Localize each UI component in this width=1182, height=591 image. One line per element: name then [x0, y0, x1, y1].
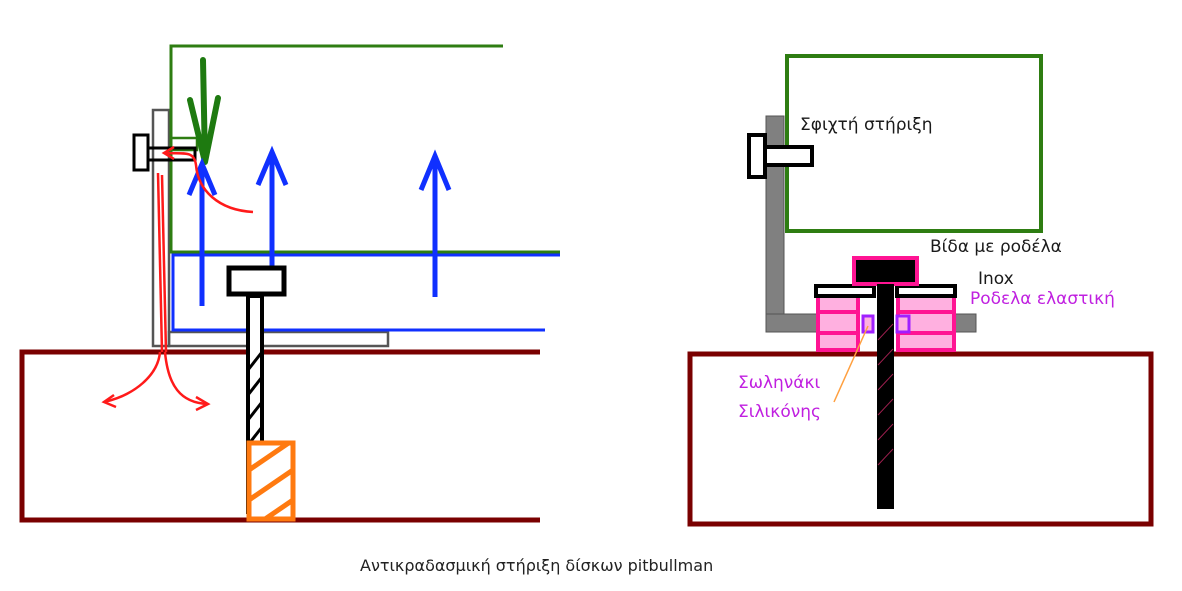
- right-side-screw-shaft: [763, 145, 814, 167]
- label-inox: Inox: [978, 269, 1014, 289]
- right-case-outline: [687, 351, 1154, 527]
- right-screw-thread: [877, 323, 894, 466]
- label-elastic-washer: Ροδελα ελαστική: [970, 289, 1115, 309]
- left-screw-head: [226, 265, 287, 297]
- blue-arrow-3-head: [418, 149, 452, 191]
- left-blue-tray: [171, 253, 560, 332]
- left-side-screw-head: [132, 133, 150, 172]
- label-silicone-tube-line2: Σιλικόνης: [738, 402, 821, 422]
- blue-arrow-2-head: [255, 145, 289, 186]
- green-down-arrow: [187, 57, 221, 165]
- left-disk-tab: [169, 136, 199, 152]
- silicone-tube-pointer: [833, 325, 869, 403]
- inox-washer-right: [895, 284, 957, 298]
- silicone-tube-right: [895, 314, 911, 334]
- left-diagram: [19, 44, 560, 523]
- blue-arrow-1-head: [186, 157, 218, 196]
- right-side-screw-head: [747, 133, 767, 179]
- right-screw-shaft: [877, 284, 894, 509]
- orange-wall-anchor: [246, 440, 296, 522]
- right-diagram: [687, 54, 1154, 527]
- caption: Αντικραδασμική στήριξη δίσκων pitbullman: [360, 556, 714, 575]
- label-screw-with-washer: Βίδα με ροδέλα: [930, 237, 1062, 257]
- left-disk-outline: [169, 44, 560, 254]
- right-screw-head: [852, 256, 919, 286]
- silicone-tube-left: [861, 314, 875, 334]
- inox-washer-left: [814, 284, 876, 298]
- label-tight-mount: Σφιχτή στήριξη: [800, 115, 933, 135]
- right-disk-outline: [785, 54, 1043, 233]
- red-vibration-arrows: [101, 145, 254, 412]
- label-silicone-tube-line1: Σωληνάκι: [738, 373, 821, 393]
- left-bracket-base: [167, 330, 390, 348]
